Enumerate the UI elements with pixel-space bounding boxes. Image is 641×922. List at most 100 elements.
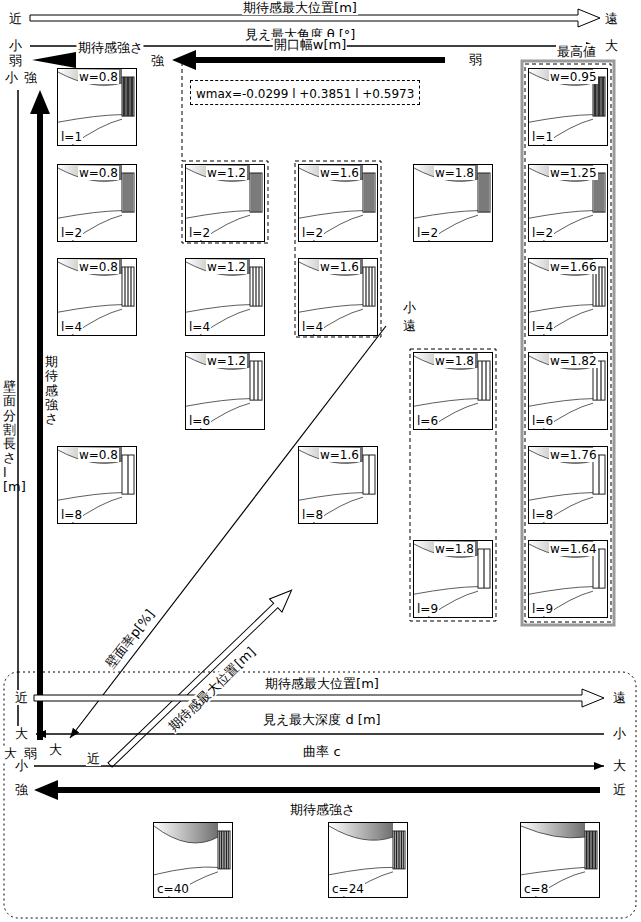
axis-label: 近	[86, 751, 101, 766]
wall-division	[219, 831, 220, 869]
formula-box: wmax=-0.0299 l +0.3851 l +0.5973	[190, 80, 420, 105]
wall-division	[228, 831, 229, 869]
wall-division	[129, 77, 130, 116]
cell-label: w=1.82	[549, 354, 598, 368]
wall-division	[598, 267, 599, 306]
axis-label: 期待感最大位置[m]	[165, 643, 259, 734]
ceiling-shade	[58, 69, 122, 85]
cell-label: w=1.25	[549, 166, 598, 180]
axis-label: 強	[150, 53, 165, 68]
wall-curve	[154, 867, 218, 875]
cell-label: c=24	[331, 882, 365, 896]
wall-division	[128, 77, 129, 116]
wall-curve	[529, 399, 593, 407]
wall-division	[603, 77, 604, 116]
wall-division	[590, 831, 591, 869]
cell-label: w=1.8	[434, 166, 475, 180]
wall-division	[123, 77, 124, 116]
axis-label: 弱	[8, 53, 23, 68]
axis-label: 小	[402, 300, 417, 315]
ceiling-shade	[58, 259, 122, 275]
cell-label: w=1.6	[319, 260, 360, 274]
wall-division	[224, 831, 225, 869]
cell-label: l=4	[531, 320, 554, 334]
axis-label: 小	[612, 726, 627, 741]
wall-division	[371, 267, 372, 306]
cell-label: l=2	[60, 226, 83, 240]
hollow-arrow-shape	[34, 689, 604, 707]
thumbnail-cell: w=1.6l=2	[298, 164, 378, 242]
cell-label: l=8	[60, 508, 83, 522]
opening	[585, 831, 597, 869]
ceiling-shade	[329, 823, 393, 840]
wall-division	[223, 831, 224, 869]
cell-label: l=4	[301, 320, 324, 334]
wall-division	[593, 831, 594, 869]
wall-division	[587, 831, 588, 869]
cell-label: l=1	[531, 130, 554, 144]
wall-division	[370, 173, 371, 212]
wall-division	[396, 831, 397, 869]
wall-division	[602, 77, 603, 116]
wall-division	[598, 549, 599, 588]
wall-curve	[414, 399, 478, 407]
opening	[250, 267, 262, 306]
thumbnail-cell: w=1.8l=9	[413, 540, 493, 618]
thumbnail-cell: w=1.8l=6	[413, 352, 493, 430]
axis-arrow	[34, 765, 604, 767]
cell-label: l=6	[416, 414, 439, 428]
cell-label: w=1.66	[549, 260, 598, 274]
wall-curve	[186, 399, 250, 407]
axis-label: 遠	[612, 690, 627, 705]
axis-label: 小	[14, 758, 29, 773]
ceiling-shade	[154, 823, 218, 843]
wall-division	[124, 267, 125, 306]
opening	[122, 267, 134, 306]
ceiling-shade	[58, 447, 122, 463]
wall-division	[366, 173, 367, 212]
axis-label: 壁面率p[%]	[102, 606, 158, 672]
opening	[478, 549, 490, 588]
wall-division	[586, 831, 587, 869]
cell-label: w=0.8	[78, 70, 119, 84]
black-arrow	[34, 780, 600, 800]
wall-curve	[521, 867, 585, 874]
cell-label: w=1.2	[206, 260, 247, 274]
wall-division	[598, 455, 599, 494]
wall-division	[485, 173, 486, 212]
thumbnail-cell: w=1.8 l=2	[413, 164, 493, 242]
wall-division	[258, 267, 259, 306]
wall-division	[257, 173, 258, 212]
opening	[478, 173, 490, 212]
wall-curve	[186, 211, 250, 219]
wall-division	[403, 831, 404, 869]
axis-label: 強	[14, 782, 29, 797]
opening	[363, 267, 375, 306]
wall-division	[221, 831, 222, 869]
axis-label: 遠	[402, 318, 417, 333]
wall-division	[127, 173, 128, 212]
axis-label: 小	[4, 70, 19, 85]
cell-label: l=4	[60, 320, 83, 334]
wall-division	[481, 173, 482, 212]
wall-division	[368, 173, 369, 212]
axis-label: 大	[48, 742, 63, 757]
axis-label: 近	[8, 11, 23, 26]
wall-division	[253, 173, 254, 212]
cell-label: w=1.6	[319, 448, 360, 462]
axis-label: 小	[8, 38, 23, 53]
wall-curve	[529, 211, 593, 219]
axis-label: 大	[604, 38, 619, 53]
cell-label: w=1.8	[434, 542, 475, 556]
cell-label: c=8	[523, 882, 549, 896]
ceiling-shade	[299, 447, 363, 463]
cell-label: l=2	[416, 226, 439, 240]
thumbnail-cell: w=1.6l=8	[298, 446, 378, 524]
cell-label: w=0.8	[78, 166, 119, 180]
wall-division	[398, 831, 399, 869]
axis-label: 弱	[468, 52, 483, 67]
wall-curve	[529, 305, 593, 313]
thumbnail-cell: w=1.76l=8	[528, 446, 608, 524]
cell-label: w=1.2	[206, 354, 247, 368]
